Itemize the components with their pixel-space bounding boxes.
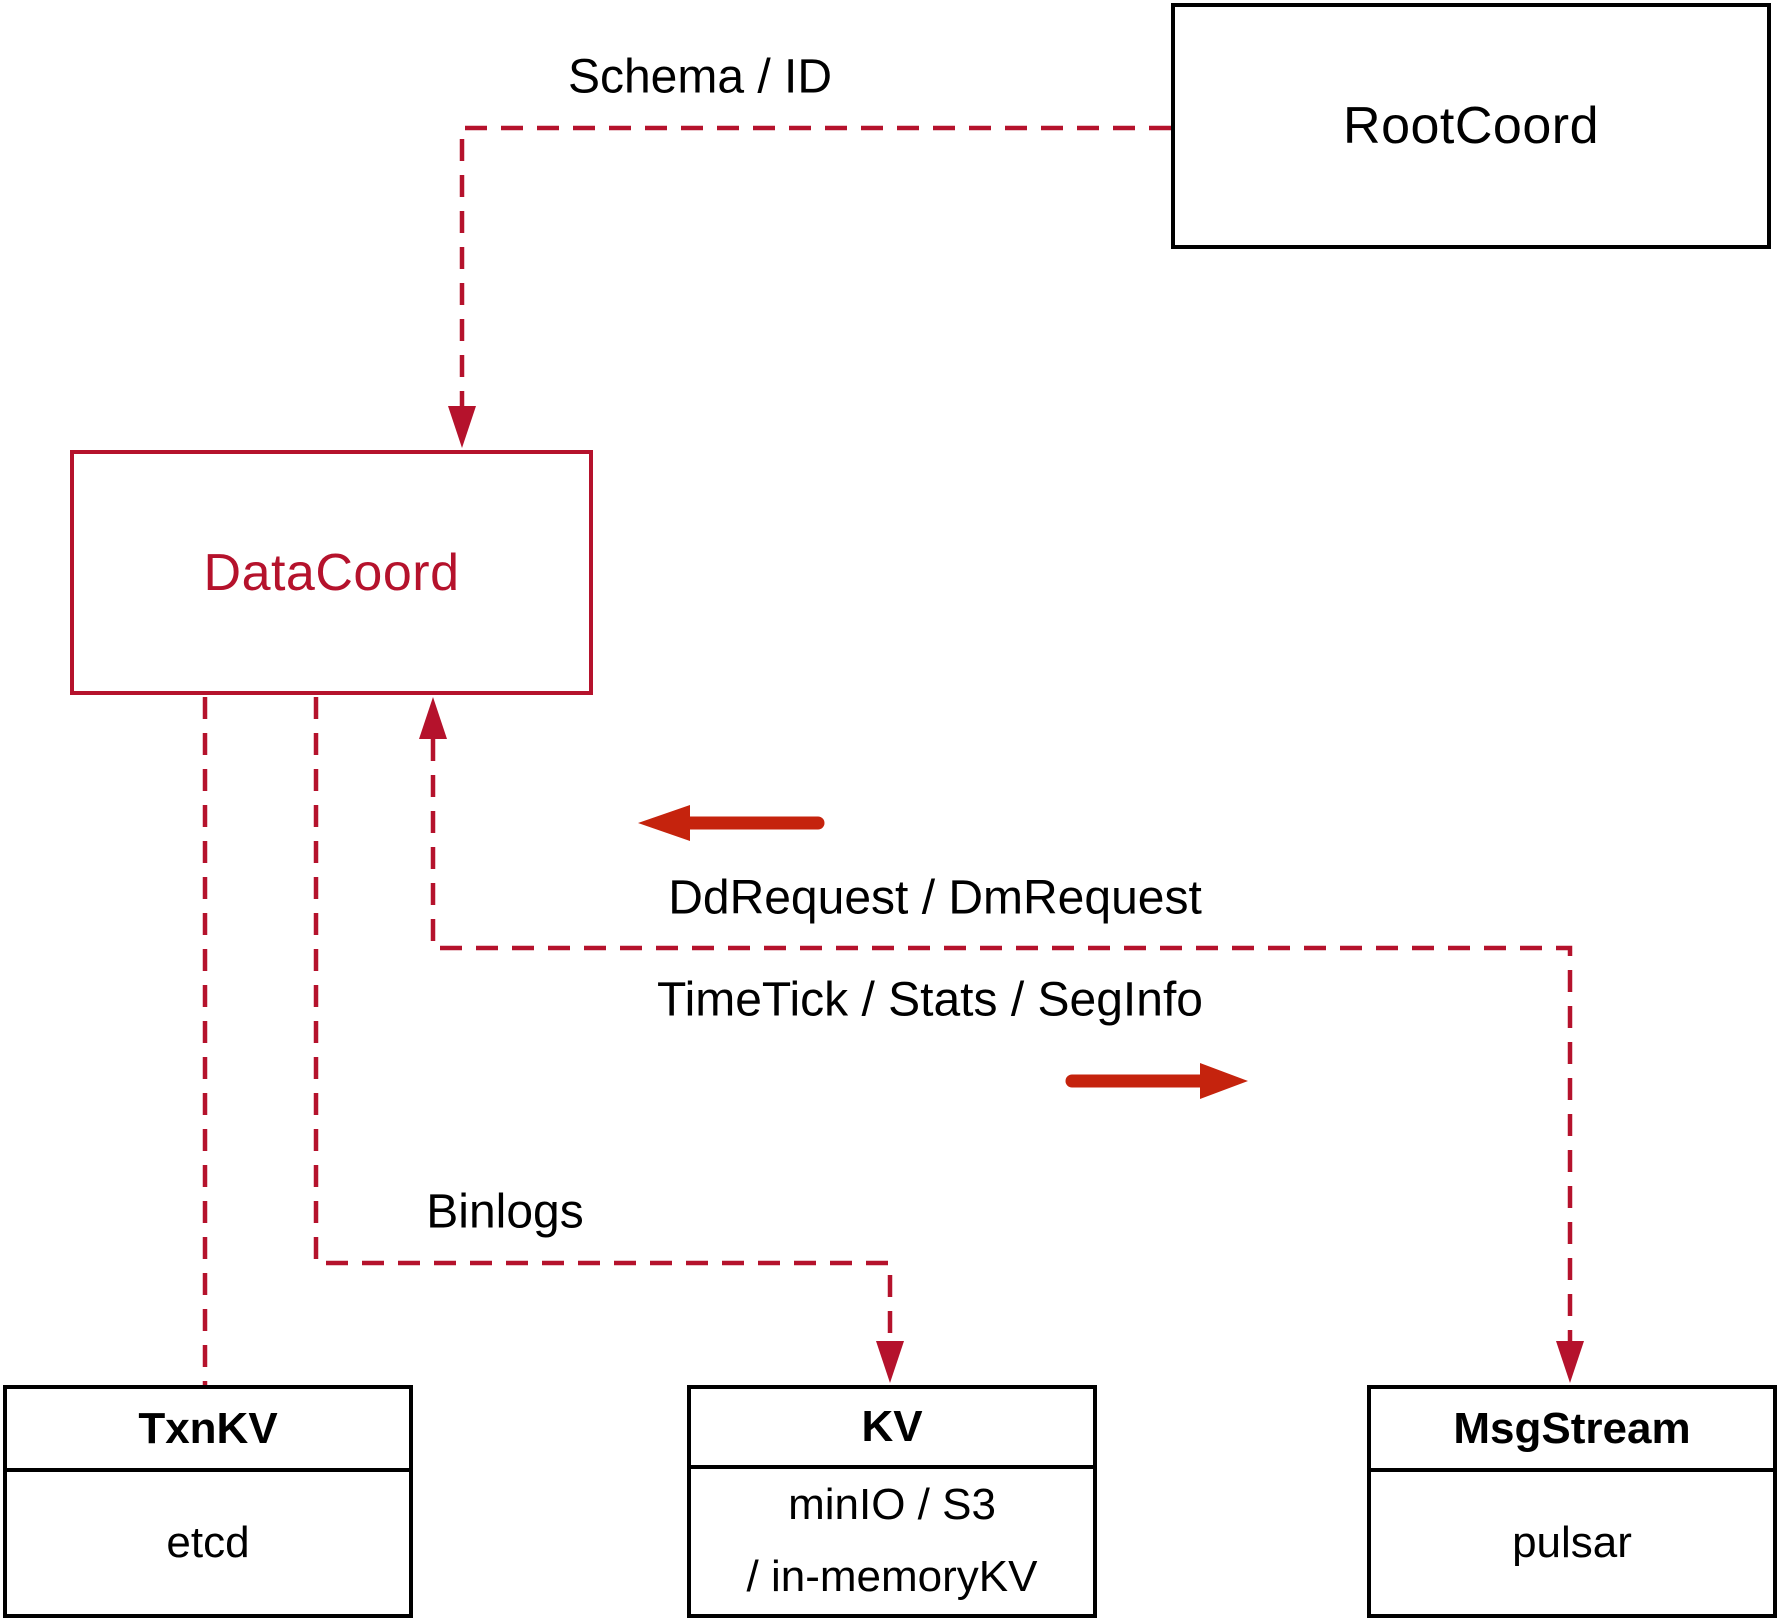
timetick-stats-seginfo-edge-label: TimeTick / Stats / SegInfo: [657, 973, 1203, 1027]
edge-schema-id-arrowhead-down-icon: [448, 406, 476, 448]
left-direction-arrow-icon: [638, 805, 690, 841]
binlogs-edge-label: Binlogs: [426, 1185, 584, 1239]
msgstream-body-label: pulsar: [1512, 1517, 1632, 1567]
right-direction-arrow-icon: [1200, 1063, 1248, 1099]
txnkv-body-label: etcd: [166, 1517, 250, 1567]
kv-body-line2: / in-memoryKV: [746, 1552, 1038, 1602]
kv-title: KV: [691, 1389, 1093, 1469]
schema-id-edge-label: Schema / ID: [567, 50, 833, 104]
kv-body-line1: minIO / S3: [788, 1479, 996, 1529]
datacoord-box: DataCoord: [70, 450, 593, 695]
txnkv-title: TxnKV: [7, 1389, 409, 1472]
kv-box: KV minIO / S3 / in-memoryKV: [687, 1385, 1097, 1618]
edge-msgstream-arrowhead-down-icon: [1556, 1341, 1584, 1383]
edge-schema-id-line: [459, 125, 1171, 406]
rootcoord-label: RootCoord: [1343, 97, 1599, 155]
edge-msgstream-datacoord-line: [430, 739, 1573, 1341]
txnkv-box: TxnKV etcd: [3, 1385, 413, 1618]
edge-binlogs-arrowhead-down-icon: [876, 1341, 904, 1383]
edge-msgstream-arrowhead-up-icon: [419, 697, 447, 739]
rootcoord-box: RootCoord: [1171, 3, 1771, 249]
msgstream-title: MsgStream: [1371, 1389, 1773, 1472]
datacoord-label: DataCoord: [203, 543, 460, 602]
msgstream-box: MsgStream pulsar: [1367, 1385, 1777, 1618]
ddrequest-dmrequest-edge-label: DdRequest / DmRequest: [668, 871, 1202, 925]
